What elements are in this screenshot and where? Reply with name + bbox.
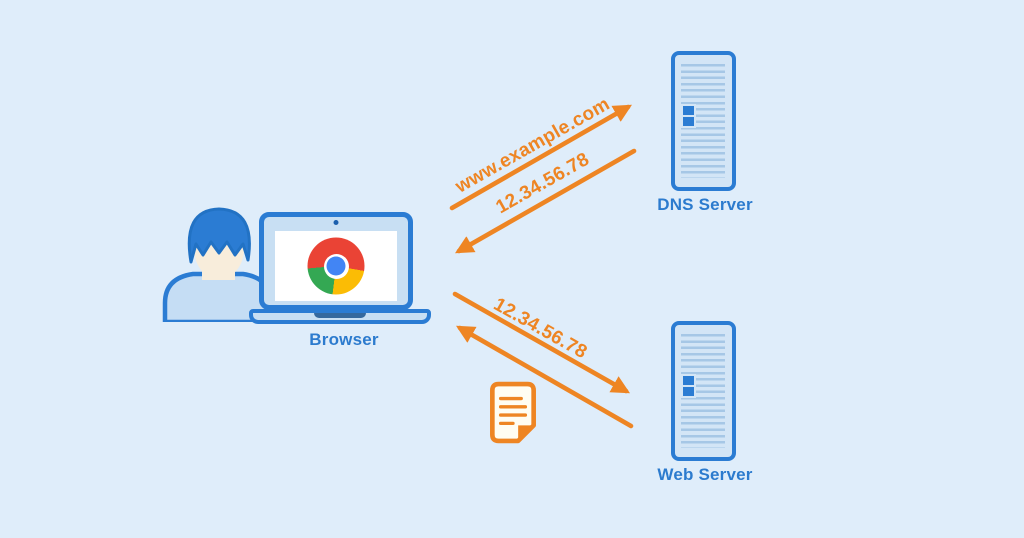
arrow-web-response <box>456 325 634 429</box>
chrome-logo-center <box>326 256 346 276</box>
user-hair <box>187 207 251 264</box>
webcam-dot-icon <box>333 220 339 225</box>
arrow-web-request <box>452 291 631 394</box>
arrow-dns-request <box>449 104 632 211</box>
document-folded-corner <box>518 425 534 441</box>
document-page <box>490 381 536 444</box>
server-led <box>683 106 694 115</box>
web-server-label: Web Server <box>657 465 753 484</box>
laptop-base <box>249 309 431 324</box>
arrow-dns-response <box>455 148 637 254</box>
server-led <box>683 376 694 385</box>
dns-server-label: DNS Server <box>657 195 753 214</box>
server-led <box>683 117 694 126</box>
chrome-logo-icon <box>307 237 365 295</box>
laptop-notch <box>314 313 366 318</box>
web-server-icon <box>671 321 736 461</box>
document-text-lines <box>498 396 528 425</box>
laptop-display <box>275 231 397 301</box>
chrome-logo-ring <box>323 253 349 279</box>
server-led <box>683 387 694 396</box>
laptop-icon <box>259 212 413 310</box>
dns-server-icon <box>671 51 736 191</box>
user-icon <box>162 207 274 322</box>
browser-label: Browser <box>309 330 379 349</box>
document-icon <box>490 381 536 444</box>
